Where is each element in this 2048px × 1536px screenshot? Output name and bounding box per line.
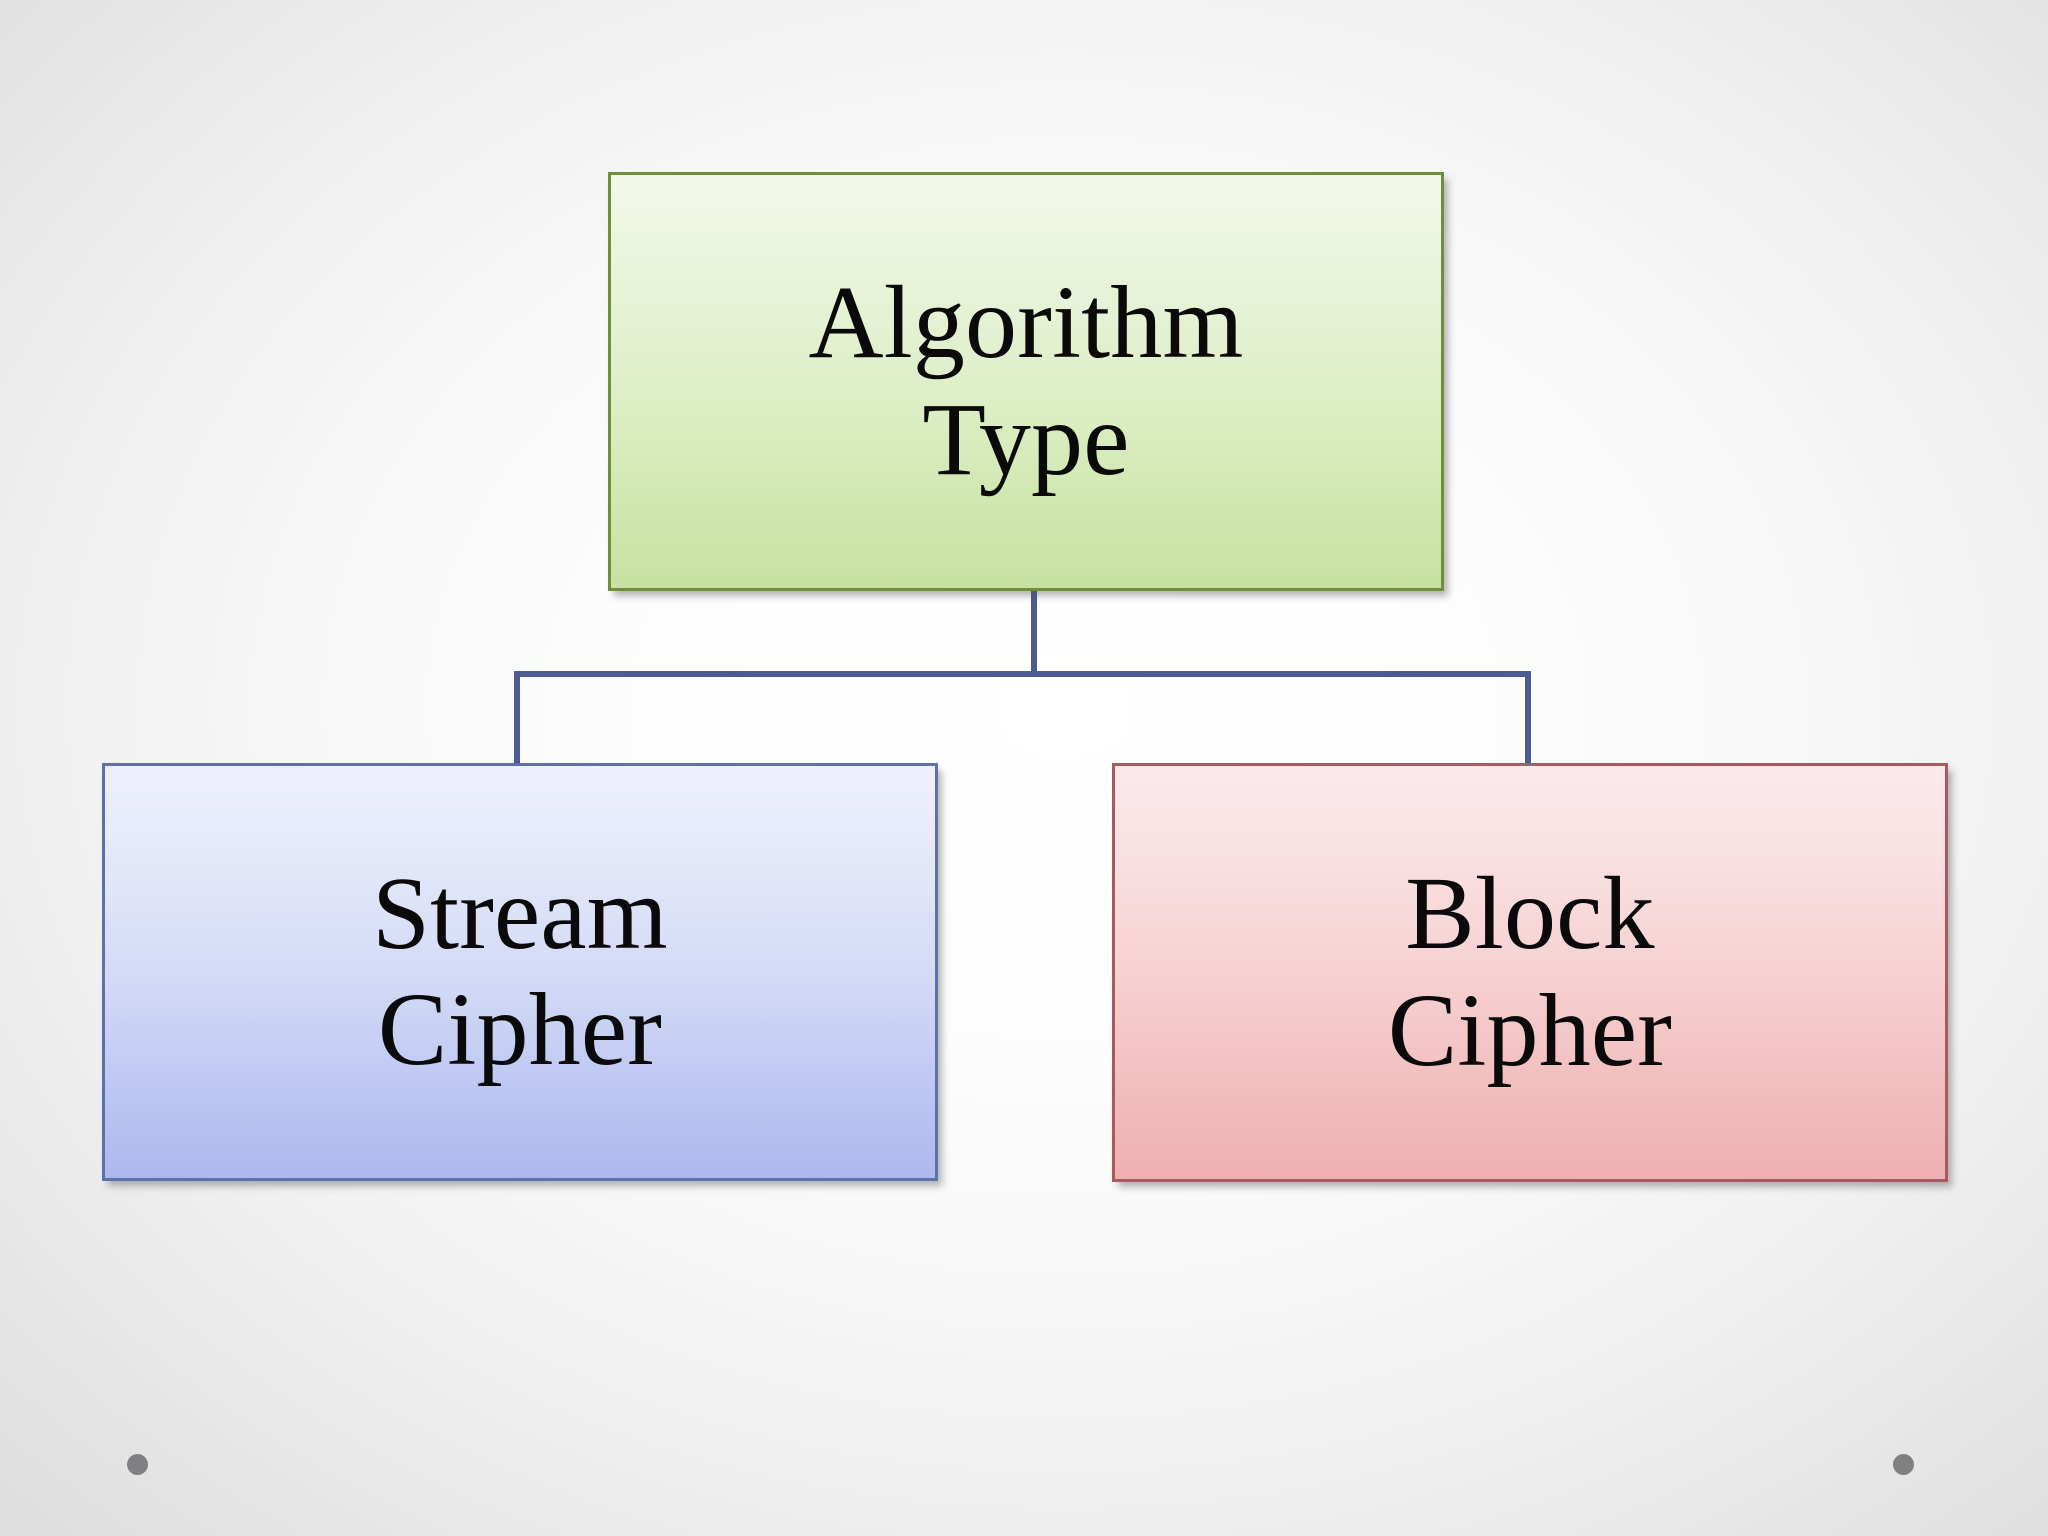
node-block-cipher-line2: Cipher	[1387, 972, 1673, 1088]
node-algorithm-type-line1: Algorithm	[808, 265, 1244, 381]
node-stream-cipher-line2: Cipher	[377, 972, 663, 1087]
node-stream-cipher-line1: Stream	[372, 855, 668, 971]
connector-stem-root	[1031, 589, 1037, 677]
node-algorithm-type-line2: Type	[922, 381, 1130, 497]
connector-drop-block	[1525, 671, 1531, 766]
node-block-cipher-line1: Block	[1405, 856, 1655, 972]
connector-horizontal-bar	[514, 671, 1531, 677]
connector-drop-stream	[514, 671, 520, 766]
slide-dot-left-icon	[127, 1454, 148, 1475]
slide-dot-right-icon	[1893, 1454, 1914, 1475]
